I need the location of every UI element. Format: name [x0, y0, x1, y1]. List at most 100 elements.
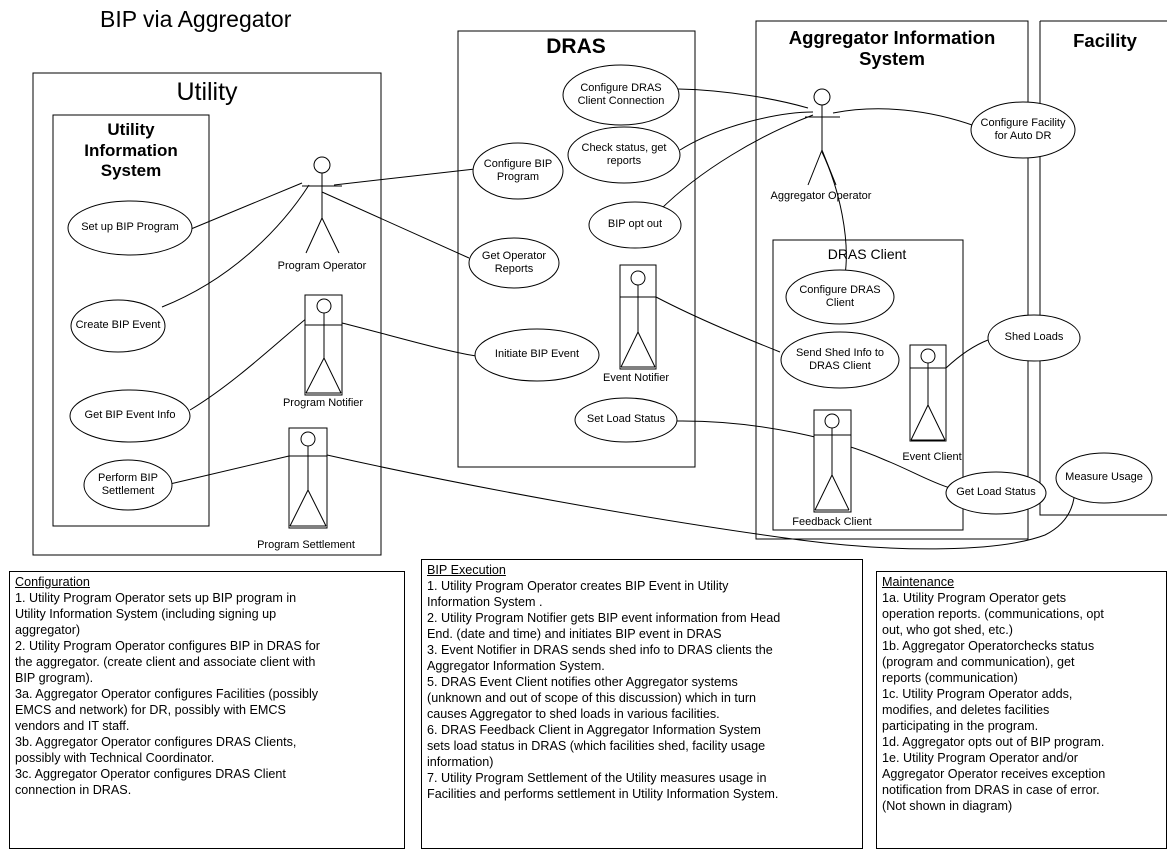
notes-line: 1a. Utility Program Operator gets [882, 590, 1067, 605]
connector-shed-loads [945, 339, 989, 369]
connector-create-bip-event [161, 184, 310, 308]
use-case-perform-bip-settlement [83, 459, 173, 511]
notes-line: causes Aggregator to shed loads in vario… [427, 706, 720, 721]
notes-line: 6. DRAS Feedback Client in Aggregator In… [427, 722, 761, 737]
create-bip-event-label: Create BIP Event [75, 319, 161, 331]
notes-line: 2. Utility Program Notifier gets BIP eve… [427, 610, 781, 625]
event-notifier-actor [619, 264, 657, 370]
connector-get-bip-event-info [189, 304, 324, 411]
use-case-check-status [567, 126, 681, 184]
notes-line: out, who got shed, etc.) [882, 622, 1013, 637]
bip-opt-out-label: BIP opt out [607, 218, 663, 230]
notes-line: 1b. Aggregator Operatorchecks status [882, 638, 1095, 653]
use-case-set-load-status [574, 397, 678, 443]
notes-line: 1d. Aggregator opts out of BIP program. [882, 734, 1105, 749]
program-settlement-label: Program Settlement [257, 539, 355, 551]
notes-line: 3a. Aggregator Operator configures Facil… [15, 686, 319, 701]
feedback-client-actor [813, 409, 852, 513]
connector-check-status [679, 111, 814, 151]
notes-line: operation reports. (communications, opt [882, 606, 1104, 621]
diagram-title: BIP via Aggregator [100, 6, 292, 32]
program-notifier-label: Program Notifier [282, 397, 364, 409]
notes-line: (Not shown in diagram) [882, 798, 1013, 813]
notes-line: EMCS and network) for DR, possibly with … [15, 702, 286, 717]
notes-line: 5. DRAS Event Client notifies other Aggr… [427, 674, 738, 689]
feedback-client-label: Feedback Client [792, 516, 872, 528]
connector-configure-facility [832, 108, 976, 127]
connector-initiate-bip-event [341, 322, 477, 357]
notes-line: Utility Information System (including si… [15, 606, 277, 621]
use-case-create-bip-event [70, 299, 166, 353]
notes-line: 1. Utility Program Operator creates BIP … [427, 578, 729, 593]
notes-line: possibly with Technical Coordinator. [15, 750, 215, 765]
connector-set-load-status [675, 420, 951, 489]
utility-boundary [32, 72, 382, 556]
notes-line: 1. Utility Program Operator sets up BIP … [15, 590, 297, 605]
facility-boundary [1039, 20, 1167, 516]
utility-info-system-label: Utility Information System [84, 120, 178, 181]
notes-line: (program and communication), get [882, 654, 1075, 669]
connector-measure-usage [326, 454, 1075, 550]
notes-line: vendors and IT staff. [15, 718, 130, 733]
use-case-get-operator-reports [468, 237, 560, 289]
dras-label: DRAS [546, 35, 606, 58]
use-case-measure-usage [1055, 452, 1153, 504]
use-case-get-bip-event-info [69, 389, 191, 443]
set-load-status-label: Set Load Status [586, 413, 666, 425]
notes-line: 1e. Utility Program Operator and/or [882, 750, 1078, 765]
aggregator-info-system-label: Aggregator Information System [788, 27, 996, 70]
dras-boundary [457, 30, 696, 468]
use-case-get-load-status [945, 471, 1047, 515]
notes-line: reports (communication) [882, 670, 1018, 685]
notes-line: sets load status in DRAS (which faciliti… [427, 738, 766, 753]
notes-line: Information System . [427, 594, 543, 609]
get-load-status-label: Get Load Status [956, 486, 1036, 498]
event-notifier-label: Event Notifier [602, 372, 670, 384]
aggregator-operator-actor [805, 88, 840, 186]
notes-line: 2. Utility Program Operator configures B… [15, 638, 320, 653]
connector-get-operator-reports [321, 191, 470, 259]
use-case-configure-dras-client-connection [562, 64, 680, 126]
notes-line: 3. Event Notifier in DRAS sends shed inf… [427, 642, 773, 657]
utility-label: Utility [176, 78, 238, 106]
notes-heading: Configuration [15, 575, 90, 589]
use-case-configure-facility [970, 101, 1076, 159]
notes-line: 3c. Aggregator Operator configures DRAS … [15, 766, 286, 781]
program-operator-label: Program Operator [277, 260, 367, 272]
event-client-actor [909, 344, 947, 442]
initiate-bip-event-label: Initiate BIP Event [494, 348, 580, 360]
notes-line: (unknown and out of scope of this discus… [427, 690, 757, 705]
notes-heading: Maintenance [882, 575, 955, 589]
notes-line: aggregator) [15, 622, 81, 637]
notes-line: 3b. Aggregator Operator configures DRAS … [15, 734, 297, 749]
aggregator-operator-label: Aggregator Operator [770, 190, 872, 202]
notes-line: End. (date and time) and initiates BIP e… [427, 626, 722, 641]
use-case-configure-bip-program [472, 142, 564, 200]
notes-line: connection in DRAS. [15, 782, 132, 797]
event-client-label: Event Client [902, 451, 962, 463]
notes-line: participating in the program. [882, 718, 1039, 733]
use-case-send-shed-info [780, 331, 900, 389]
connector-perform-bip-settlement [169, 455, 290, 485]
notes-heading: BIP Execution [427, 563, 506, 577]
notes-line: Aggregator Information System. [427, 658, 605, 673]
program-settlement-actor [288, 427, 328, 529]
set-up-bip-program-label: Set up BIP Program [81, 221, 179, 233]
connector-send-shed-info [655, 296, 781, 353]
shed-loads-label: Shed Loads [1004, 331, 1064, 343]
get-bip-event-info-label: Get BIP Event Info [84, 409, 176, 421]
notes-line: modifies, and deletes facilities [882, 702, 1050, 717]
aggregator-info-system-boundary [755, 20, 1029, 540]
notes-line: information) [427, 754, 494, 769]
connector-set-up-bip-program [190, 182, 303, 230]
